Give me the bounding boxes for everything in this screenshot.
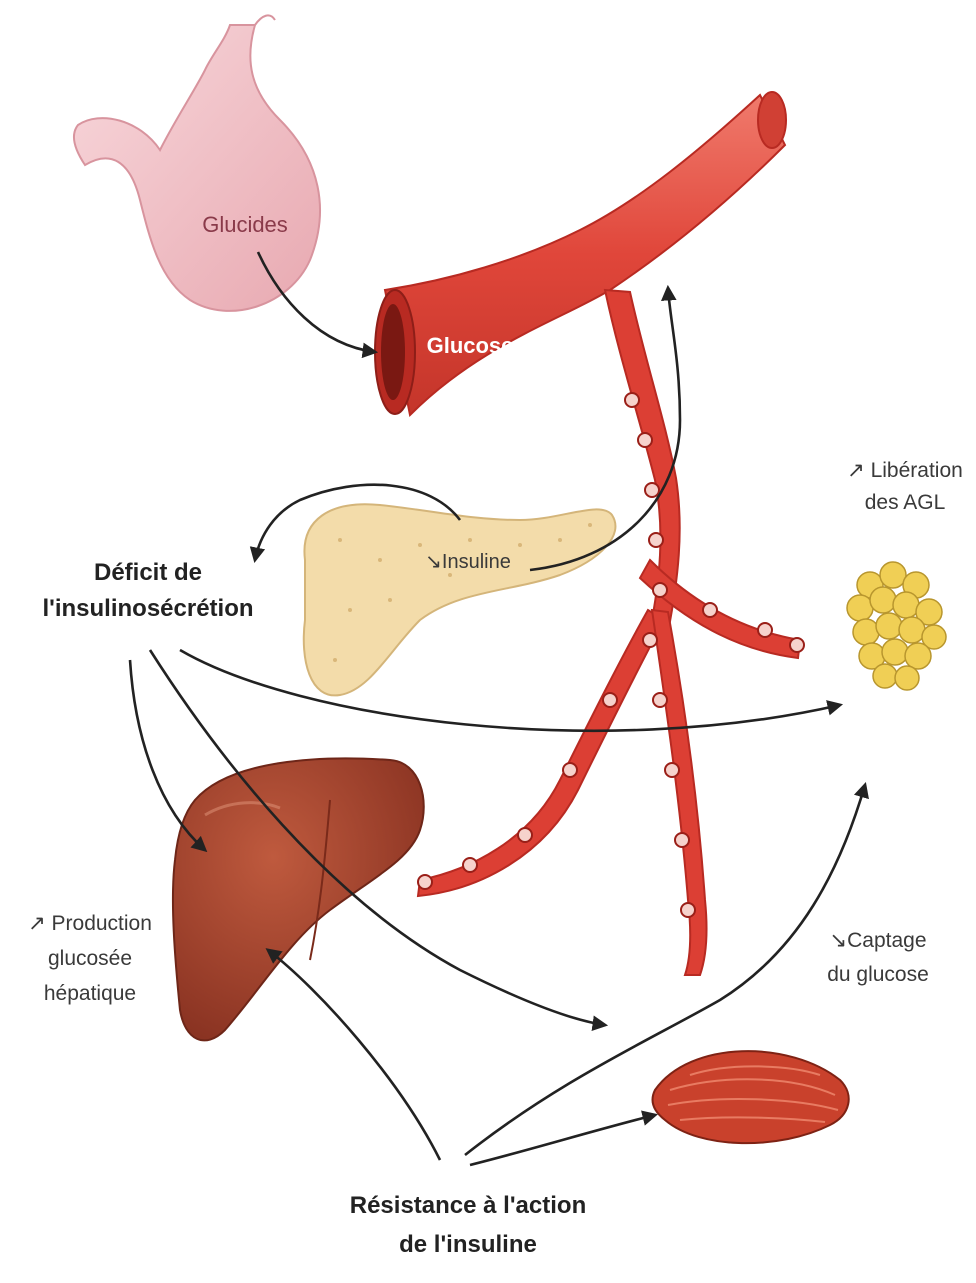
arrow-resistance-to-liver [268,950,440,1160]
arrows [130,252,865,1165]
captage-label-line2: du glucose [827,963,929,986]
adipose-tissue-icon [847,562,946,690]
production-label-line2: glucosée [48,947,132,970]
arrow-resistance-to-muscle [470,1115,655,1165]
production-label-line1: ↗ Production [28,912,152,935]
stomach-icon [74,15,320,310]
deficit-label-line2: l'insulinosécrétion [42,595,253,622]
resistance-label-line1: Résistance à l'action [350,1192,586,1219]
muscle-icon [652,1051,848,1143]
deficit-label-line1: Déficit de [94,559,202,586]
liver-icon [173,758,424,1040]
captage-label-line1: ↘Captage [830,929,927,952]
insuline-label: ↘Insuline [425,551,511,573]
liberation-label-line2: des AGL [865,491,946,514]
glucose-label: Glucose [427,333,514,358]
production-label-line3: hépatique [44,982,136,1005]
liberation-label-line1: ↗ Libération [847,459,963,482]
glucides-label: Glucides [202,212,288,237]
arrow-deficit-to-fat [180,650,840,731]
resistance-label-line2: de l'insuline [399,1231,537,1258]
pancreas-icon [304,504,616,695]
